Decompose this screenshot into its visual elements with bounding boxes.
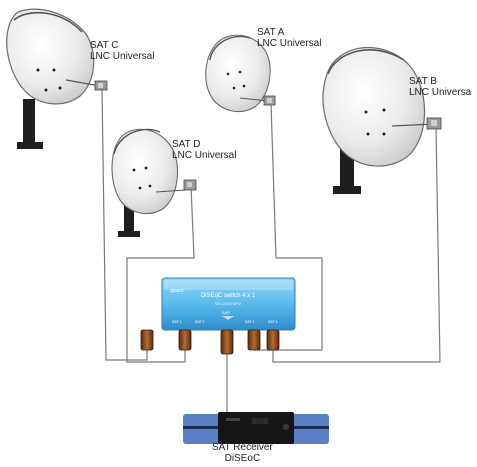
mast-sat-c xyxy=(23,99,35,147)
cable-sat-b xyxy=(272,126,441,363)
sat-b-name: SAT B xyxy=(409,76,437,87)
mast-base-sat-b xyxy=(333,186,361,194)
sat-c-lnb: LNC Universal xyxy=(90,51,155,62)
sat-a-lnb: LNC Universal xyxy=(257,38,322,49)
sat-c-name: SAT C xyxy=(90,40,119,51)
mast-sat-d xyxy=(124,198,134,234)
mast-base-sat-c xyxy=(17,142,43,149)
receiver-name: SAT Receiver xyxy=(212,442,273,453)
connector-sat1 xyxy=(140,329,154,351)
port-label-2: SAT 2 xyxy=(195,320,204,324)
port-label-1: SAT 1 xyxy=(172,320,181,324)
sat-d-lnb: LNC Universal xyxy=(172,150,237,161)
receiver-display xyxy=(252,418,268,424)
switch-connectors xyxy=(140,329,280,355)
switch-subtitle: 950-2400 MHz xyxy=(215,301,241,306)
label-sat-a: SAT A LNC Universal xyxy=(257,27,321,49)
connector-sat3 xyxy=(247,329,261,351)
sat-d-name: SAT D xyxy=(172,139,201,150)
receiver-body xyxy=(218,412,294,444)
dish-sat-c xyxy=(6,8,108,149)
label-receiver: SAT Receiver DiSEoC xyxy=(212,442,273,464)
connector-sat2 xyxy=(178,329,192,351)
label-sat-b: SAT B LNC Universa xyxy=(409,76,471,98)
receiver-mode: DiSEoC xyxy=(224,453,261,464)
diseqc-switch: spaun DiSEqC switch 4 x 1 950-2400 MHz S… xyxy=(140,277,296,355)
label-sat-c: SAT C LNC Universal xyxy=(90,40,154,62)
cable-sat-d xyxy=(126,185,195,363)
dish-reflector-sat-c xyxy=(6,8,95,105)
switch-brand: spaun xyxy=(170,288,184,294)
port-label-3: SAT 3 xyxy=(245,320,254,324)
dish-sat-b xyxy=(322,46,442,194)
sat-receiver xyxy=(183,412,329,444)
dish-sat-a xyxy=(205,34,276,113)
connector-receiver xyxy=(220,329,234,355)
connector-sat4 xyxy=(266,329,280,351)
dish-reflector-sat-d xyxy=(111,128,179,215)
switch-model: SAR xyxy=(222,310,230,315)
switch-title: DiSEqC switch 4 x 1 xyxy=(201,293,256,299)
dish-reflector-sat-a xyxy=(205,34,271,113)
sat-a-name: SAT A xyxy=(257,27,285,38)
sat-b-lnb: LNC Universa xyxy=(409,87,472,98)
mast-base-sat-d xyxy=(118,231,140,237)
dish-reflector-sat-b xyxy=(322,46,426,167)
dish-sat-d xyxy=(111,128,197,237)
port-label-4: SAT 4 xyxy=(268,320,277,324)
cables xyxy=(101,87,441,412)
label-sat-d: SAT D LNC Universal xyxy=(172,139,236,161)
